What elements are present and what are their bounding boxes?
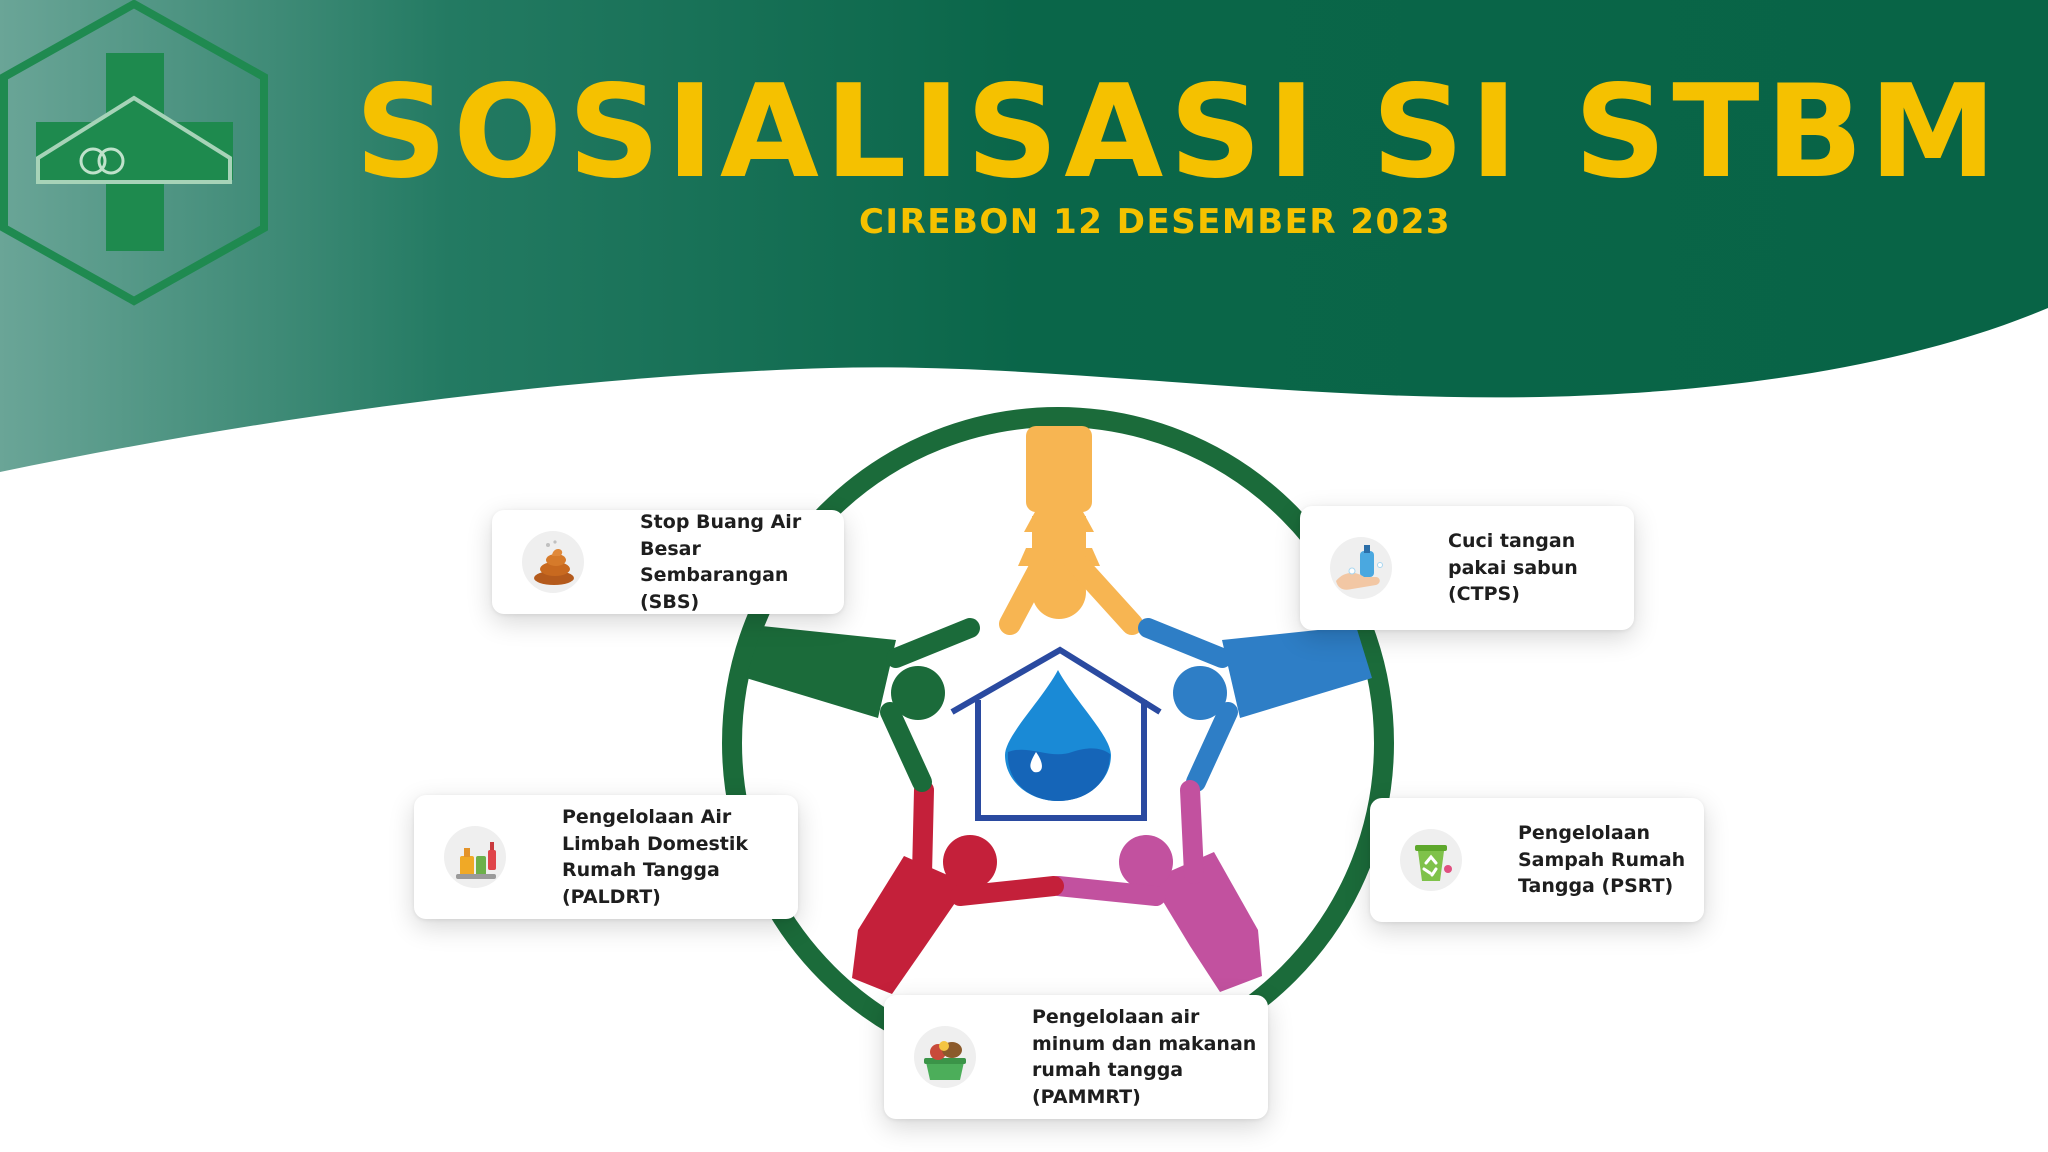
person-blue	[1138, 618, 1372, 792]
waste-water-bottles-icon	[444, 826, 506, 888]
page-title: SOSIALISASI SI STBM	[355, 58, 2003, 207]
pillar-card-ctps: Cuci tangan pakai sabun (CTPS)	[1300, 506, 1634, 630]
stbm-emblem	[722, 407, 1394, 1079]
hand-soap-icon	[1330, 537, 1392, 599]
pillar-label-sbs: Stop Buang Air Besar Sembarangan (SBS)	[640, 511, 802, 613]
recycle-bin-icon	[1400, 829, 1462, 891]
person-magenta	[1048, 780, 1262, 992]
pillar-card-sbs: Stop Buang Air Besar Sembarangan (SBS)	[492, 510, 844, 614]
food-basket-icon	[914, 1026, 976, 1088]
house-water-icon	[950, 646, 1162, 821]
pillar-card-paldrt: Pengelolaan Air Limbah Domestik Rumah Ta…	[414, 795, 798, 919]
person-green	[746, 618, 980, 792]
pillar-card-psrt: Pengelolaan Sampah Rumah Tangga (PSRT)	[1370, 798, 1704, 922]
pillar-label-psrt: Pengelolaan Sampah Rumah Tangga (PSRT)	[1518, 822, 1686, 898]
poop-icon	[522, 531, 584, 593]
pillar-card-pammrt: Pengelolaan air minum dan makanan rumah …	[884, 995, 1268, 1119]
pillar-label-paldrt: Pengelolaan Air Limbah Domestik Rumah Ta…	[562, 806, 749, 908]
person-red	[852, 780, 1064, 994]
logo-icon	[0, 0, 268, 306]
header-wave	[0, 0, 2048, 472]
event-subtitle: CIREBON 12 DESEMBER 2023	[858, 202, 1452, 242]
pillar-label-ctps: Cuci tangan pakai sabun (CTPS)	[1448, 530, 1578, 606]
person-orange	[999, 426, 1143, 635]
pillar-label-pammrt: Pengelolaan air minum dan makanan rumah …	[1032, 1006, 1257, 1108]
